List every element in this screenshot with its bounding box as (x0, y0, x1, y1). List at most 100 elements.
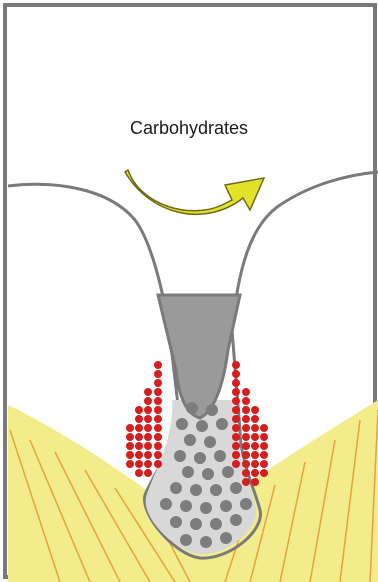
bacteria-dot-red (260, 442, 268, 450)
bacteria-dot-red (135, 406, 143, 414)
bacteria-dot-gray (220, 532, 232, 544)
bacteria-dot-red (144, 397, 152, 405)
bacteria-dot-red (242, 433, 250, 441)
bacteria-dot-red (154, 370, 162, 378)
bacteria-dot-red (135, 415, 143, 423)
bacteria-dot-gray (210, 518, 222, 530)
bacteria-dot-red (232, 442, 240, 450)
bacteria-dot-red (144, 460, 152, 468)
bacteria-dot-red (232, 406, 240, 414)
plaque-plug (158, 295, 240, 418)
bacteria-dot-gray (170, 482, 182, 494)
bacteria-dot-red (232, 397, 240, 405)
bacteria-dot-gray (190, 484, 202, 496)
bacteria-dot-gray (194, 452, 206, 464)
bacteria-dot-red (260, 424, 268, 432)
bacteria-dot-red (135, 424, 143, 432)
bacteria-dot-red (154, 460, 162, 468)
bacteria-dot-red (135, 469, 143, 477)
bacteria-dot-red (126, 451, 134, 459)
bacteria-dot-gray (170, 516, 182, 528)
bacteria-dot-red (135, 442, 143, 450)
bacteria-dot-red (144, 415, 152, 423)
bacteria-dot-red (251, 442, 259, 450)
bacteria-dot-red (154, 388, 162, 396)
bacteria-dot-red (242, 424, 250, 432)
bacteria-dot-gray (180, 500, 192, 512)
bacteria-dot-gray (202, 468, 214, 480)
bacteria-dot-gray (196, 420, 208, 432)
bacteria-dot-gray (240, 498, 252, 510)
bacteria-dot-gray (220, 500, 232, 512)
bacteria-dot-red (144, 442, 152, 450)
bacteria-dot-gray (214, 450, 226, 462)
bacteria-dot-red (135, 460, 143, 468)
bacteria-dot-red (251, 469, 259, 477)
carbohydrates-label: Carbohydrates (0, 118, 378, 139)
bacteria-dot-red (154, 451, 162, 459)
bacteria-dot-red (251, 415, 259, 423)
bacteria-dot-red (154, 406, 162, 414)
bacteria-dot-gray (160, 498, 172, 510)
bacteria-dot-gray (204, 436, 216, 448)
bacteria-dot-red (154, 424, 162, 432)
bacteria-dot-red (232, 370, 240, 378)
bacteria-dot-gray (216, 418, 228, 430)
bacteria-dot-red (260, 451, 268, 459)
bacteria-dot-red (126, 460, 134, 468)
bacteria-dot-red (154, 442, 162, 450)
bacteria-dot-red (242, 388, 250, 396)
bacteria-dot-gray (222, 466, 234, 478)
bacteria-dot-red (144, 424, 152, 432)
bacteria-dot-red (251, 433, 259, 441)
bacteria-dot-red (242, 451, 250, 459)
bacteria-dot-gray (180, 534, 192, 546)
bacteria-dot-red (144, 451, 152, 459)
bacteria-dot-red (232, 433, 240, 441)
bacteria-dot-red (154, 415, 162, 423)
bacteria-dot-red (154, 361, 162, 369)
bacteria-dot-red (232, 424, 240, 432)
bacteria-dot-red (251, 460, 259, 468)
bacteria-dot-red (126, 424, 134, 432)
bacteria-dot-red (251, 424, 259, 432)
curved-arrow-icon (125, 170, 264, 214)
bacteria-dot-red (154, 433, 162, 441)
bacteria-dot-gray (230, 514, 242, 526)
bacteria-dot-gray (184, 434, 196, 446)
bacteria-dot-gray (174, 450, 186, 462)
bacteria-dot-red (232, 451, 240, 459)
bacteria-dot-red (242, 415, 250, 423)
bacteria-dot-red (232, 379, 240, 387)
bacteria-dot-red (144, 388, 152, 396)
bacteria-dot-red (242, 442, 250, 450)
bacteria-dot-red (242, 478, 250, 486)
bacteria-dot-red (144, 469, 152, 477)
bacteria-dot-red (154, 379, 162, 387)
bacteria-dot-gray (176, 418, 188, 430)
bacteria-dot-red (232, 388, 240, 396)
bacteria-dot-red (251, 478, 259, 486)
bacteria-dot-red (260, 433, 268, 441)
bacteria-dot-red (135, 433, 143, 441)
bacteria-dot-gray (190, 518, 202, 530)
bacteria-dot-gray (230, 482, 242, 494)
bacteria-dot-red (260, 460, 268, 468)
bacteria-dot-gray (200, 502, 212, 514)
bacteria-dot-red (126, 442, 134, 450)
bacteria-dot-gray (186, 402, 198, 414)
bacteria-dot-red (232, 361, 240, 369)
bacteria-dot-red (232, 460, 240, 468)
bacteria-dot-gray (210, 484, 222, 496)
bacteria-dot-gray (182, 466, 194, 478)
bacteria-dot-red (260, 469, 268, 477)
bacteria-dot-red (144, 406, 152, 414)
bacteria-dot-red (232, 415, 240, 423)
bacteria-dot-gray (200, 536, 212, 548)
bacteria-dot-red (135, 451, 143, 459)
bacteria-dot-gray (206, 404, 218, 416)
bacteria-dot-red (242, 460, 250, 468)
bacteria-dot-red (242, 397, 250, 405)
bacteria-dot-red (251, 406, 259, 414)
